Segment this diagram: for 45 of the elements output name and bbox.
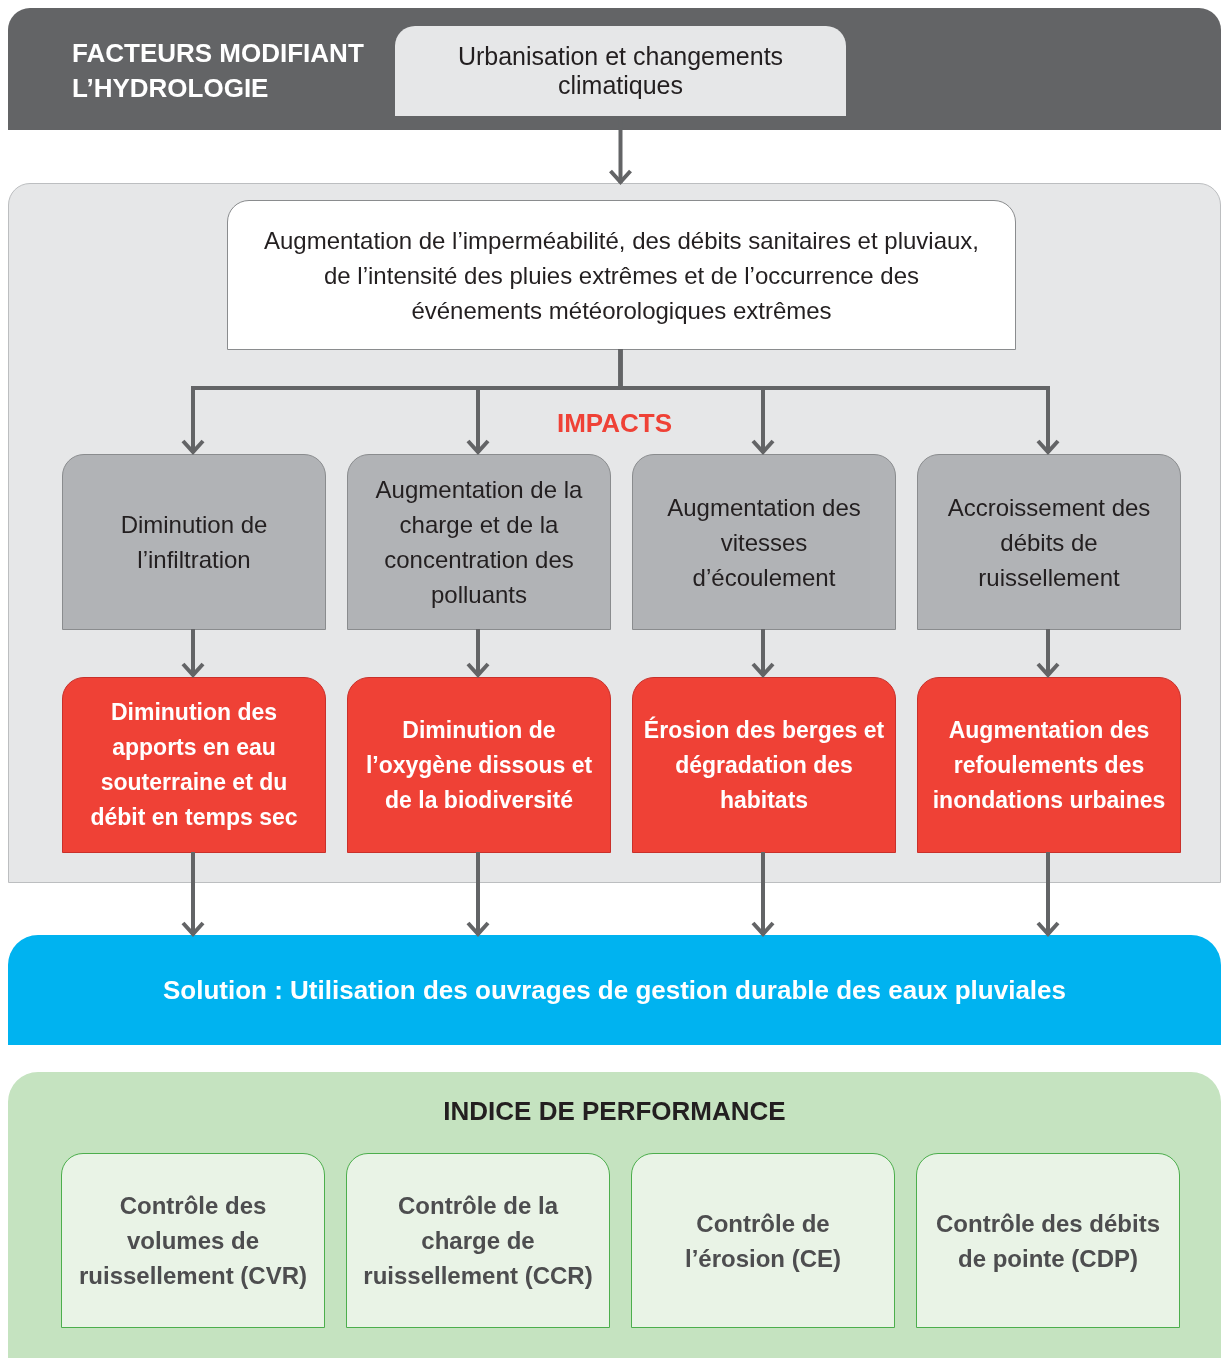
impact-box — [62, 454, 326, 630]
box-text: Augmentation de la charge et de la concentration des polluants — [374, 475, 584, 610]
box-text: Augmentation des refoulements des inondations urbaines — [931, 715, 1167, 815]
box-text: Diminution de l’oxygène dissous et de la biodiversité — [364, 715, 594, 815]
heading: INDICE DE PERFORMANCE — [442, 1096, 787, 1127]
indicator-box — [61, 1153, 325, 1328]
impact-box — [632, 454, 896, 630]
cause-box — [227, 200, 1016, 350]
arrow — [751, 852, 775, 936]
impact-box — [917, 454, 1181, 630]
heading: IMPACTS — [555, 408, 674, 439]
box-text: Contrôle des volumes de ruissellement (CVR) — [78, 1191, 308, 1291]
arrow — [181, 629, 205, 677]
heading: FACTEURS MODIFIANT L’HYDROLOGIE — [72, 37, 365, 105]
box-text: Diminution des apports en eau souterraine et du débit en temps sec — [89, 698, 299, 832]
arrow — [181, 852, 205, 936]
arrow — [1036, 852, 1060, 936]
impacts-panel — [8, 183, 1221, 883]
box-text: Contrôle des débits de pointe (CDP) — [935, 1208, 1161, 1274]
consequence-box — [347, 677, 611, 853]
box-text: Augmentation de l’imperméabilité, des débits sanitaires et pluviaux, de l’intensité des pluies extrêmes et de l’occurrence des événements météorologiques extrêmes — [262, 225, 981, 326]
consequence-box — [917, 677, 1181, 853]
box-text: Urbanisation et changements climatiques — [456, 42, 785, 100]
header-band — [8, 8, 1221, 130]
consequence-box — [632, 677, 896, 853]
impact-box — [347, 454, 611, 630]
box-text: Diminution de l’infiltration — [119, 510, 269, 575]
indicator-box — [916, 1153, 1180, 1328]
box-text: Contrôle de l’érosion (CE) — [684, 1208, 842, 1274]
box-text: Accroissement des débits de ruissellement — [946, 492, 1152, 593]
box-text: Solution : Utilisation des ouvrages de gestion durable des eaux pluviales — [163, 974, 1066, 1006]
arrow — [1036, 629, 1060, 677]
indicator-box — [346, 1153, 610, 1328]
indicator-box — [631, 1153, 895, 1328]
arrow — [751, 629, 775, 677]
factor-tab — [395, 26, 846, 116]
consequence-box — [62, 677, 326, 853]
box-text: Augmentation des vitesses d’écoulement — [666, 492, 862, 593]
solution-band — [8, 935, 1221, 1045]
box-text: Érosion des berges et dégradation des habitats — [642, 715, 886, 815]
arrow — [466, 852, 490, 936]
arrow — [618, 349, 1060, 454]
box-text: Contrôle de la charge de ruissellement (CCR) — [363, 1191, 593, 1291]
arrow — [466, 629, 490, 677]
performance-panel — [8, 1072, 1221, 1358]
